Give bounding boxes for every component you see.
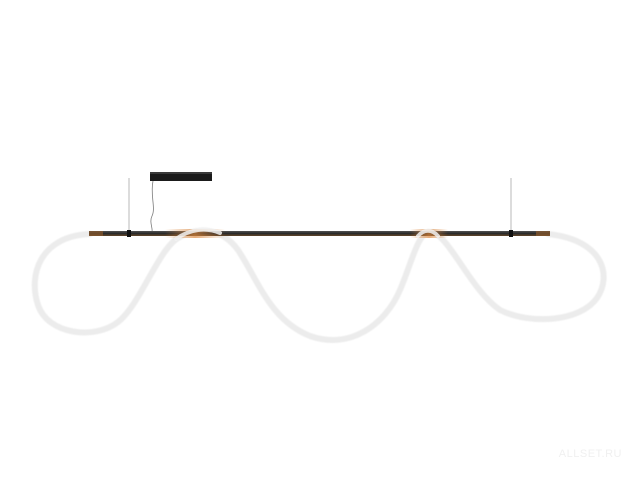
power-cable xyxy=(150,180,154,233)
glow-right xyxy=(410,229,448,238)
mount-clip-left xyxy=(127,230,131,237)
flexible-light-tube xyxy=(31,227,607,343)
glow-left xyxy=(165,229,225,238)
glow-end-left xyxy=(89,231,103,236)
mount-clip-right xyxy=(509,230,513,237)
driver-box xyxy=(150,172,212,181)
glow-end-right xyxy=(536,231,550,236)
watermark: ALLSET.RU xyxy=(558,448,622,460)
